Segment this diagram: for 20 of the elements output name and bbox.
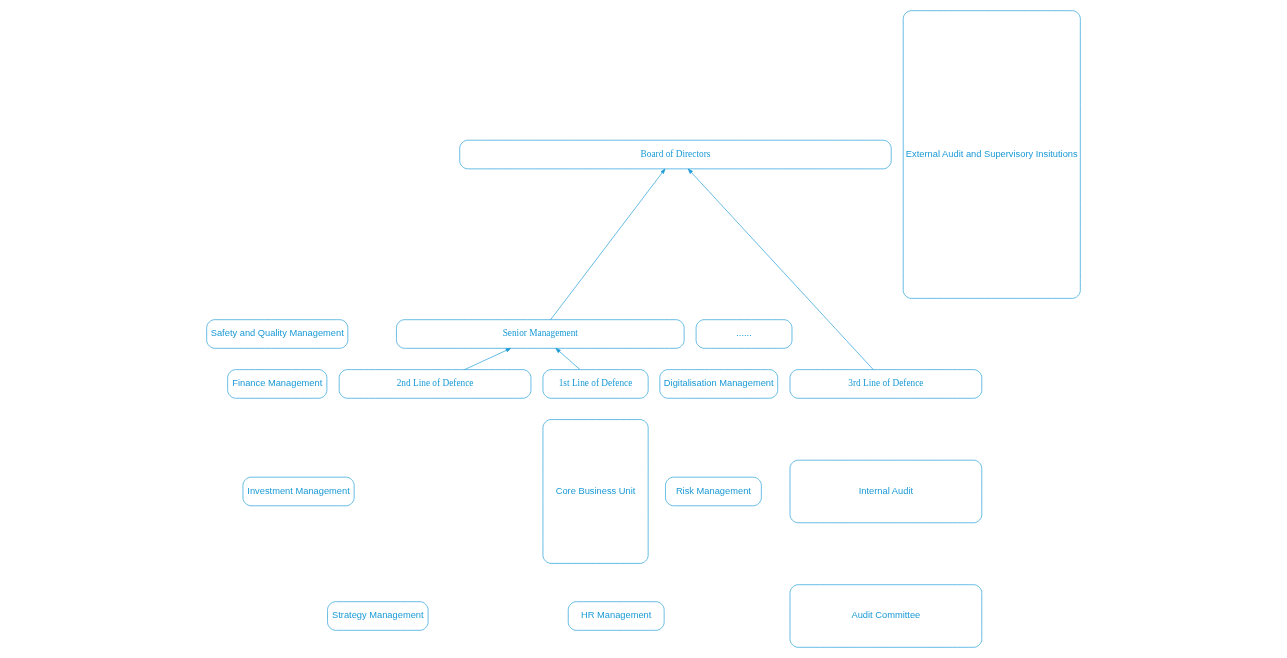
node-box: Senior Management (396, 319, 685, 349)
node-box: ...... (695, 319, 793, 349)
node-box: Safety and Quality Management (206, 319, 349, 349)
node-box: Finance Management (227, 369, 328, 399)
node-box: 2nd Line of Defence (338, 369, 532, 399)
node-box: Board of Directors (459, 139, 892, 170)
arrow (555, 348, 581, 370)
node-box: Audit Committee (789, 584, 983, 648)
node-box: Investment Management (242, 476, 355, 507)
arrow (687, 168, 874, 370)
node-box: External Audit and Supervisory Insitutions (902, 10, 1081, 299)
node-box: 3rd Line of Defence (789, 369, 983, 399)
node-box: Risk Management (665, 476, 762, 507)
node-box: 1st Line of Defence (542, 369, 649, 399)
arrow (550, 168, 666, 320)
node-box: Digitalisation Management (659, 369, 778, 399)
node-box: HR Management (567, 601, 665, 631)
node-box: Core Business Unit (542, 419, 649, 564)
node-box: Strategy Management (327, 601, 429, 631)
node-box: Internal Audit (789, 459, 983, 524)
